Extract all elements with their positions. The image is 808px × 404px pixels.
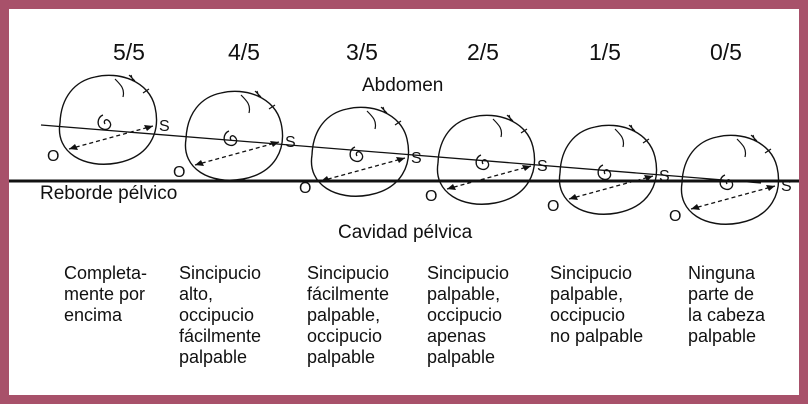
description-0-5: Ninguna parte de la cabeza palpable <box>688 263 766 346</box>
occiput-marker: O <box>669 208 681 225</box>
fraction-1-5: 1/5 <box>589 39 621 65</box>
abdominal-wall-line <box>40 124 762 184</box>
abdomen-label: Abdomen <box>362 75 444 96</box>
occiput-marker: O <box>425 188 437 205</box>
occiput-marker: O <box>173 164 185 181</box>
fetal-head: SO <box>669 134 792 225</box>
fetal-head: SO <box>299 106 422 197</box>
description-4-5: Sincipucio alto, occipucio fácilmente pa… <box>179 263 262 367</box>
description-2-5: Sincipucio palpable, occipucio apenas pa… <box>427 263 510 367</box>
fetal-head: SO <box>547 124 670 215</box>
description-3-5: Sincipucio fácilmente palpable, occipuci… <box>307 263 390 367</box>
fraction-5-5: 5/5 <box>113 39 145 65</box>
sinciput-marker: S <box>659 168 670 185</box>
sinciput-marker: S <box>159 118 170 135</box>
sinciput-marker: S <box>781 178 792 195</box>
sinciput-marker: S <box>411 150 422 167</box>
description-1-5: Sincipucio palpable, occipucio no palpab… <box>550 263 644 346</box>
occiput-marker: O <box>547 198 559 215</box>
fetal-head: SO <box>47 74 170 165</box>
sinciput-marker: S <box>285 134 296 151</box>
fetal-head: SO <box>173 90 296 181</box>
occiput-marker: O <box>47 148 59 165</box>
description-5-5: Completa- mente por encima <box>64 263 148 325</box>
fraction-2-5: 2/5 <box>467 39 499 65</box>
sinciput-marker: S <box>537 158 548 175</box>
occiput-marker: O <box>299 180 311 197</box>
fraction-4-5: 4/5 <box>228 39 260 65</box>
fraction-0-5: 0/5 <box>710 39 742 65</box>
fetal-head: SO <box>425 114 548 205</box>
fraction-3-5: 3/5 <box>346 39 378 65</box>
pelvic-brim-label: Reborde pélvico <box>40 183 178 204</box>
pelvic-cavity-label: Cavidad pélvica <box>338 222 473 243</box>
